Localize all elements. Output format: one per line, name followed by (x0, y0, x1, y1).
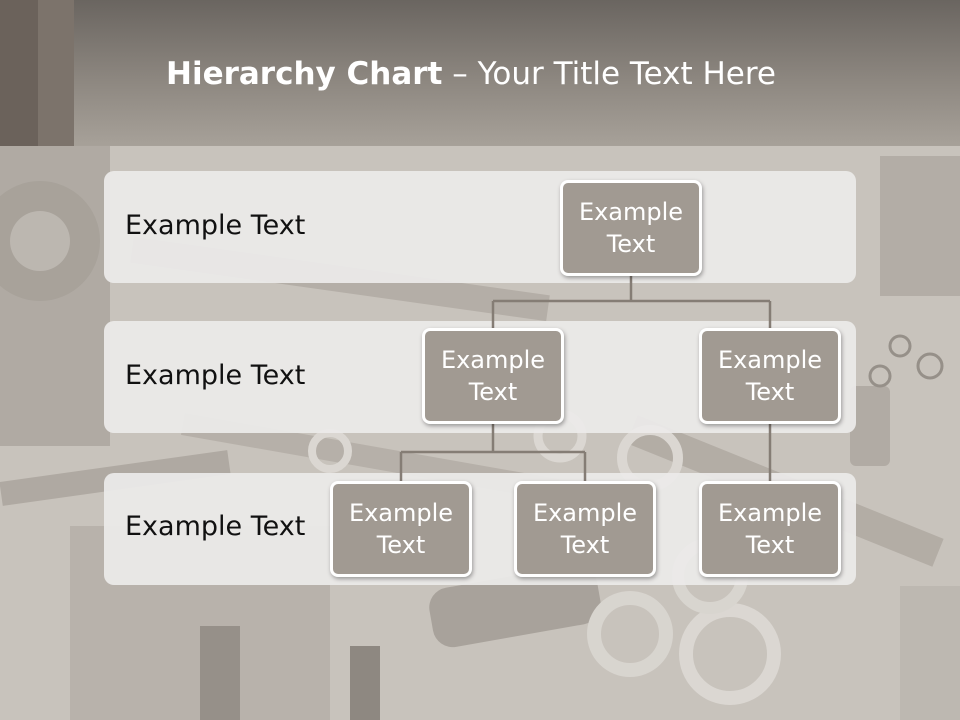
header-bar: Hierarchy Chart – Your Title Text Here (0, 0, 960, 146)
node-level3-c: Example Text (699, 481, 841, 577)
title-dash: – (442, 56, 478, 92)
node-level2-left: Example Text (422, 328, 564, 424)
row-label-1: Example Text (125, 210, 306, 241)
title-rest: Your Title Text Here (477, 56, 776, 92)
header-accent-stripe (38, 0, 74, 146)
row-label-2: Example Text (125, 360, 306, 391)
node-root: Example Text (560, 180, 702, 276)
node-level3-b: Example Text (514, 481, 656, 577)
title-bold: Hierarchy Chart (166, 56, 443, 92)
row-band-1 (104, 171, 856, 283)
node-level3-a: Example Text (330, 481, 472, 577)
header-accent-stripe (0, 0, 38, 146)
node-level2-right: Example Text (699, 328, 841, 424)
slide-title: Hierarchy Chart – Your Title Text Here (166, 56, 776, 92)
row-label-3: Example Text (125, 511, 306, 542)
